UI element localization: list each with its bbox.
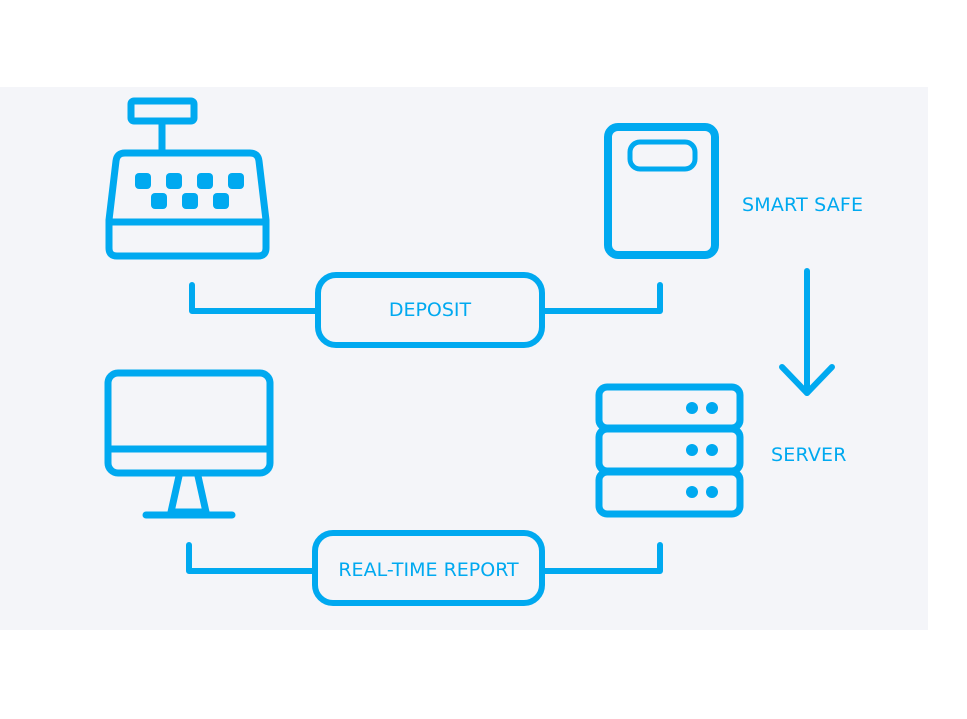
- report-connector: [186, 530, 663, 606]
- server-label: SERVER: [771, 444, 847, 466]
- cash-register-icon: [105, 97, 270, 260]
- server-icon: [595, 383, 744, 518]
- diagram-background: [0, 87, 928, 630]
- monitor-icon: [104, 369, 274, 519]
- real-time-report-label: REAL-TIME REPORT: [338, 559, 519, 581]
- arrow-down-icon: [779, 268, 835, 396]
- deposit-label: DEPOSIT: [388, 299, 472, 321]
- deposit-connector: [189, 272, 663, 348]
- smart-safe-label: SMART SAFE: [742, 194, 864, 216]
- safe-icon: [604, 123, 719, 259]
